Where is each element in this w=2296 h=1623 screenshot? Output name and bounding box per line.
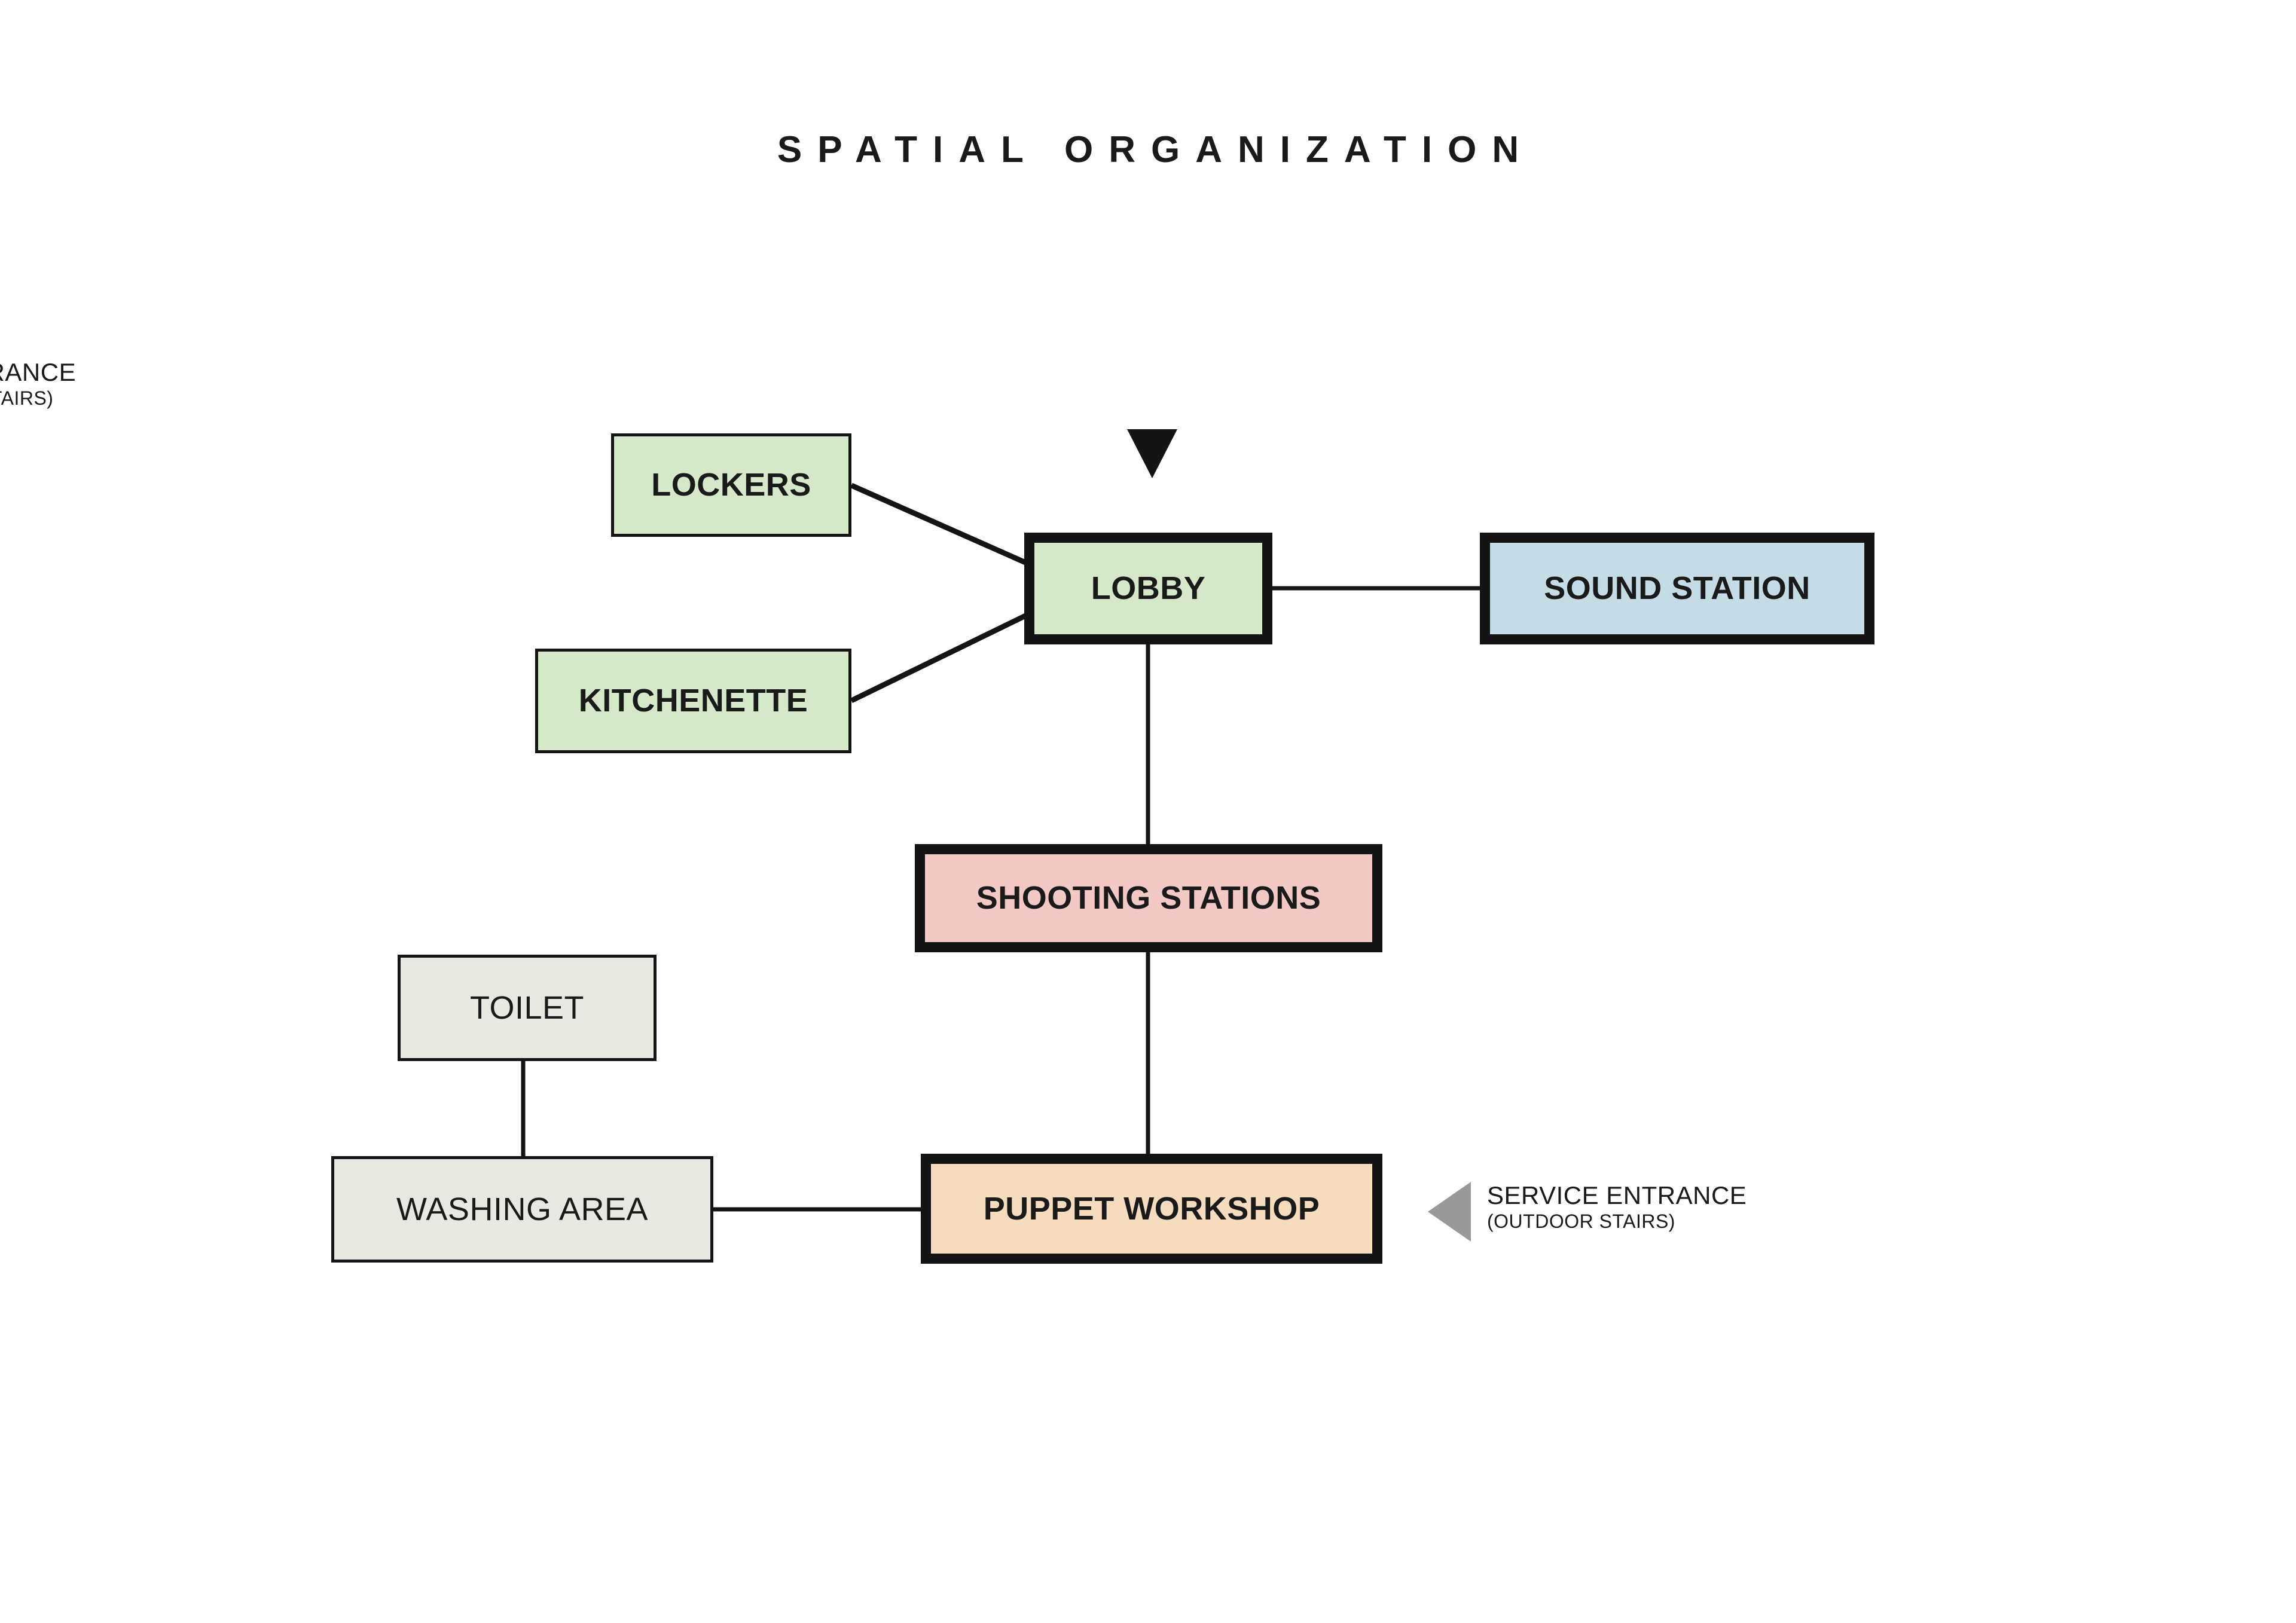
node-label-toilet: TOILET: [469, 989, 585, 1026]
node-toilet[interactable]: TOILET: [398, 955, 657, 1061]
triangle-left-icon: [1428, 1182, 1471, 1242]
node-kitchenette[interactable]: KITCHENETTE: [535, 649, 851, 753]
service-entrance-label: SERVICE ENTRANCE (OUTDOOR STAIRS): [1487, 1181, 1747, 1233]
main-entrance-title: MAIN ENTRANCE: [0, 358, 77, 386]
node-label-sound-station: SOUND STATION: [1544, 570, 1810, 607]
node-lockers[interactable]: LOCKERS: [611, 433, 851, 537]
main-entrance-subtitle: (INDOOR STAIRS): [0, 387, 54, 409]
service-entrance-subtitle: (OUTDOOR STAIRS): [1487, 1210, 1675, 1232]
page-title: SPATIAL ORGANIZATION: [777, 129, 1535, 170]
node-label-lobby: LOBBY: [1091, 570, 1206, 607]
triangle-down-icon: [1127, 429, 1177, 478]
node-label-shooting-stations: SHOOTING STATIONS: [976, 880, 1321, 916]
node-sound-station[interactable]: SOUND STATION: [1480, 533, 1874, 644]
main-entrance-label: MAIN ENTRANCE (INDOOR STAIRS): [0, 357, 2296, 409]
node-label-lockers: LOCKERS: [651, 467, 811, 503]
node-washing-area[interactable]: WASHING AREA: [331, 1156, 713, 1263]
node-label-kitchenette: KITCHENETTE: [578, 683, 808, 719]
node-lobby[interactable]: LOBBY: [1024, 533, 1272, 644]
node-shooting-stations[interactable]: SHOOTING STATIONS: [915, 844, 1382, 952]
node-puppet-workshop[interactable]: PUPPET WORKSHOP: [921, 1154, 1382, 1264]
link-lockers-lobby: [850, 482, 1027, 566]
node-label-washing-area: WASHING AREA: [396, 1191, 649, 1227]
node-label-puppet-workshop: PUPPET WORKSHOP: [983, 1190, 1320, 1227]
link-kitchenette-lobby: [850, 613, 1027, 704]
service-entrance-title: SERVICE ENTRANCE: [1487, 1181, 1747, 1209]
